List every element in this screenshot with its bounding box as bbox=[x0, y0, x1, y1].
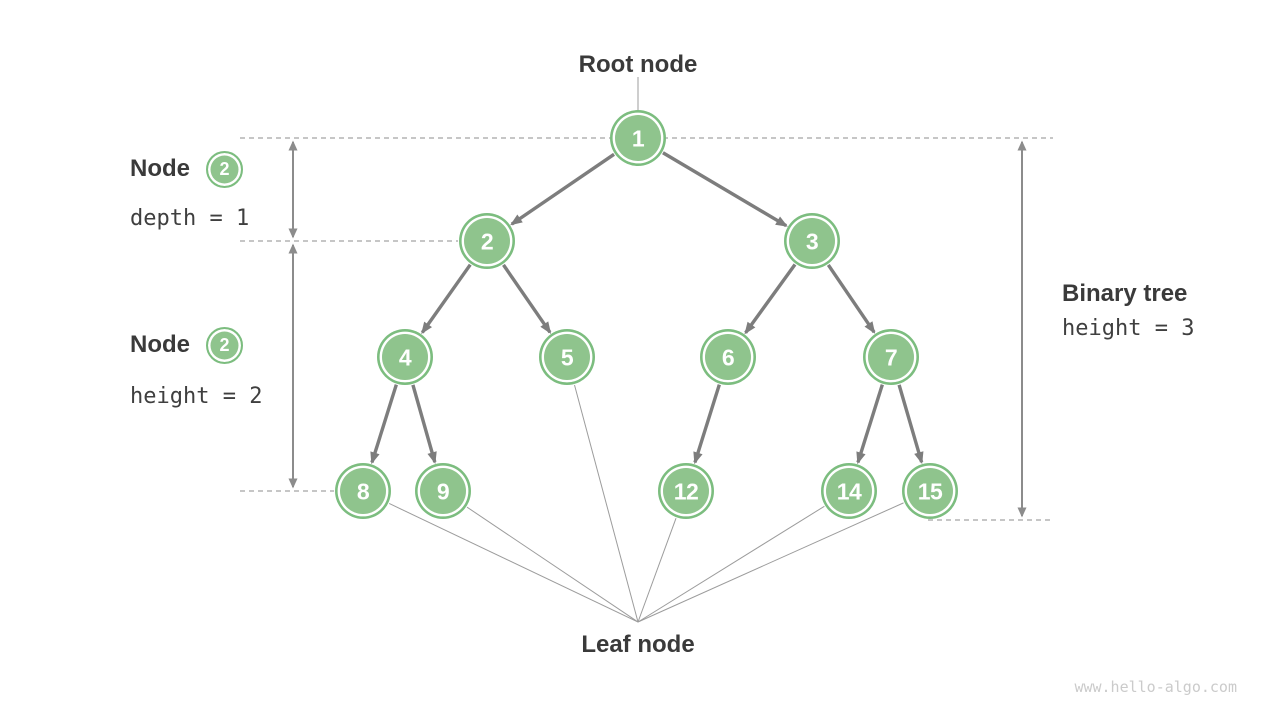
node-badge-value: 2 bbox=[219, 158, 230, 179]
tree-node-value: 7 bbox=[885, 344, 897, 370]
node-badge-circle: 2 bbox=[206, 326, 243, 364]
leaf-pointer-line bbox=[466, 506, 639, 623]
tree-edge-1-3 bbox=[662, 151, 788, 228]
tree-node-value: 15 bbox=[918, 478, 943, 504]
tree-node-15: 15 bbox=[902, 463, 958, 519]
tree-node-value: 9 bbox=[437, 478, 449, 504]
tree-edge-7-14 bbox=[856, 384, 884, 465]
tree-edge-6-12 bbox=[693, 384, 721, 465]
tree-node-7: 7 bbox=[863, 329, 919, 385]
leaf-pointer-line bbox=[637, 505, 825, 623]
tree-node-value: 5 bbox=[561, 344, 574, 370]
tree-node-value: 12 bbox=[674, 478, 699, 504]
tree-node-value: 1 bbox=[632, 125, 645, 151]
tree-edge-3-6 bbox=[744, 263, 797, 335]
tree-node-14: 14 bbox=[821, 463, 877, 519]
tree-node-12: 12 bbox=[658, 463, 714, 519]
node-height-title: Node bbox=[130, 331, 190, 358]
node-badge-value: 2 bbox=[219, 334, 230, 355]
tree-node-9: 9 bbox=[415, 463, 471, 519]
watermark: www.hello-algo.com bbox=[1074, 678, 1237, 696]
tree-node-3: 3 bbox=[784, 213, 840, 269]
tree-node-6: 6 bbox=[700, 329, 756, 385]
leaf-node-label: Leaf node bbox=[581, 631, 695, 658]
tree-node-1: 1 bbox=[610, 110, 666, 166]
node-badge-circle: 2 bbox=[206, 150, 243, 188]
tree-edge-3-7 bbox=[826, 264, 876, 334]
binary-tree-height-code: height = 3 bbox=[1062, 316, 1195, 341]
leaf-pointer-line bbox=[637, 518, 677, 623]
tree-edge-4-9 bbox=[411, 384, 437, 465]
tree-node-value: 8 bbox=[357, 478, 370, 504]
tree-node-value: 2 bbox=[481, 228, 493, 254]
binary-tree-title: Binary tree bbox=[1062, 280, 1188, 307]
tree-edge-2-4 bbox=[420, 263, 472, 335]
tree-edge-2-5 bbox=[502, 263, 552, 334]
tree-node-value: 4 bbox=[399, 344, 412, 370]
tree-node-value: 3 bbox=[806, 228, 818, 254]
leaf-pointer-line bbox=[637, 502, 904, 623]
node-depth-title: Node bbox=[130, 155, 190, 182]
leaf-pointer-line bbox=[574, 384, 639, 623]
tree-node-value: 14 bbox=[837, 478, 862, 504]
node-depth-code: depth = 1 bbox=[130, 206, 250, 231]
root-node-label: Root node bbox=[578, 51, 698, 78]
tree-node-5: 5 bbox=[539, 329, 595, 385]
annotation-node-depth: Node 2 bbox=[130, 147, 243, 191]
node-height-code: height = 2 bbox=[130, 384, 263, 409]
tree-edge-7-15 bbox=[897, 384, 924, 465]
tree-node-8: 8 bbox=[335, 463, 391, 519]
tree-node-2: 2 bbox=[459, 213, 515, 269]
annotation-node-height: Node 2 bbox=[130, 323, 243, 367]
tree-edge-1-2 bbox=[510, 152, 616, 226]
tree-edge-4-8 bbox=[370, 384, 398, 465]
leaf-pointer-line bbox=[388, 503, 639, 623]
tree-node-value: 6 bbox=[722, 344, 734, 370]
tree-node-4: 4 bbox=[377, 329, 433, 385]
